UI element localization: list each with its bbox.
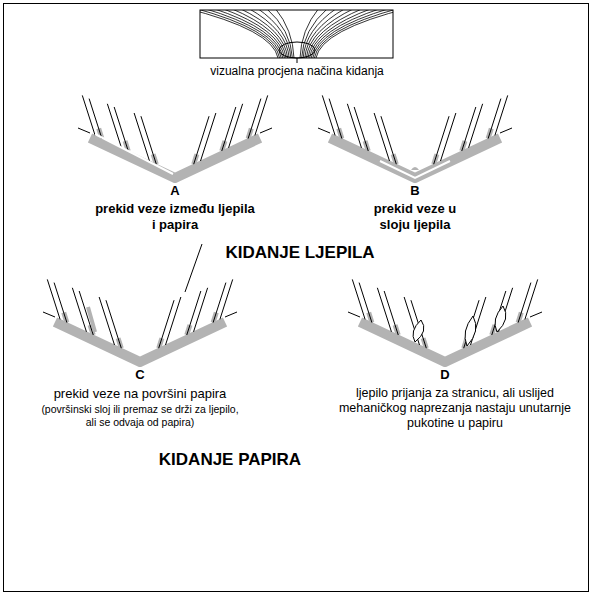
caption: vizualna procjena načina kidanja bbox=[177, 64, 417, 78]
caption: ljepilo prijanja za stranicu, ali uslije… bbox=[328, 386, 583, 431]
inset-illustration bbox=[185, 8, 409, 63]
spine-illustration bbox=[318, 95, 512, 178]
callout-letter: C bbox=[125, 367, 155, 383]
spine-illustration bbox=[348, 279, 542, 362]
caption: prekid veze između ljepila i papira bbox=[93, 201, 258, 232]
callout-letter: A bbox=[160, 183, 190, 199]
callout-letter: D bbox=[430, 367, 460, 383]
spine-illustration bbox=[43, 244, 237, 362]
section-heading: KIDANJE LJEPILA bbox=[180, 243, 420, 263]
caption: prekid veze u sloju ljepila bbox=[360, 201, 470, 232]
section-heading: KIDANJE PAPIRA bbox=[100, 450, 360, 470]
frame bbox=[4, 4, 589, 592]
caption: prekid veze na površini papira bbox=[20, 386, 260, 402]
spine-illustration bbox=[78, 95, 272, 178]
callout-letter: B bbox=[400, 183, 430, 199]
note: (površinski sloj ili premaz se drži za l… bbox=[35, 403, 245, 428]
